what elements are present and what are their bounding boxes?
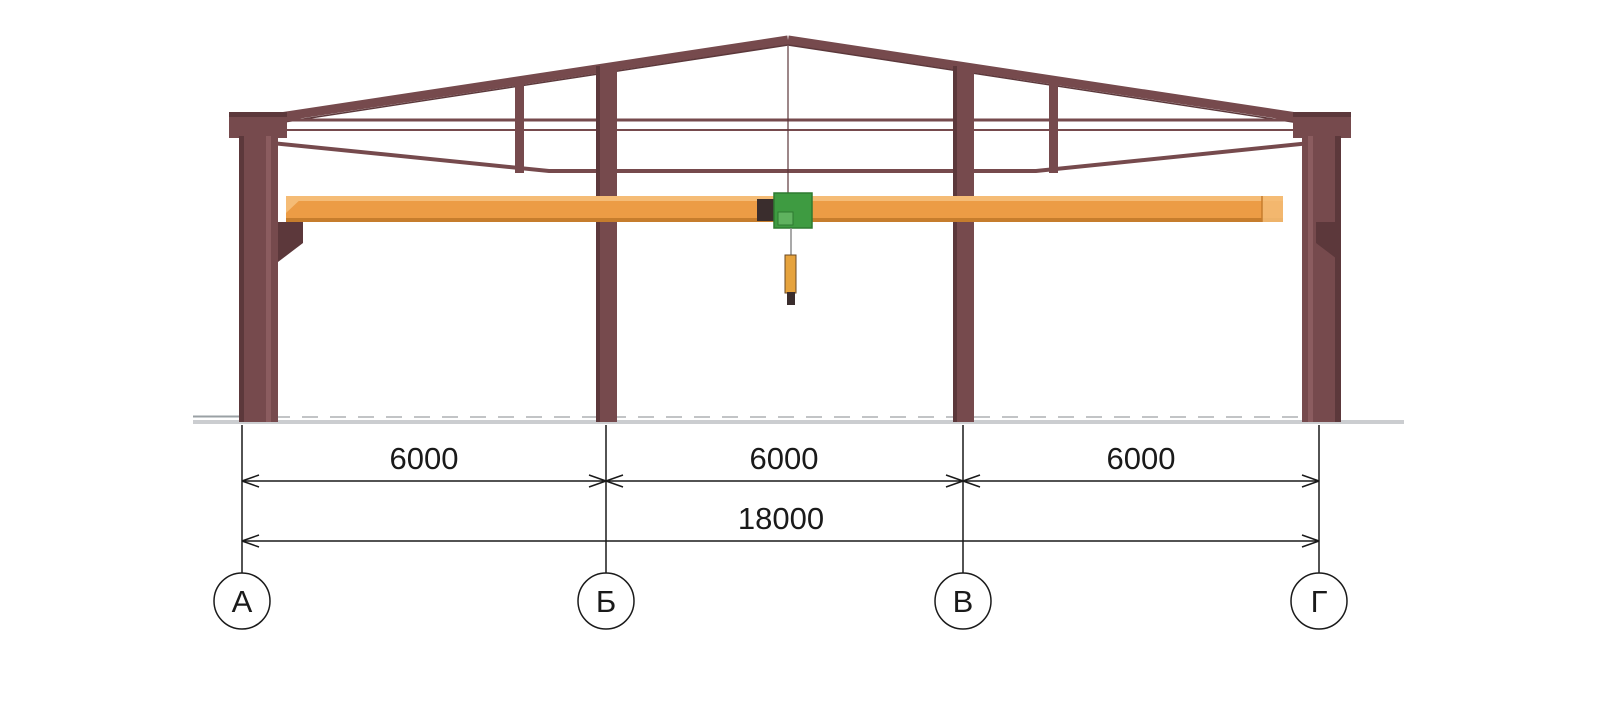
span-dimension-label: 6000 (750, 441, 819, 476)
corbel-left (278, 222, 303, 262)
axis-label: А (232, 584, 253, 619)
column-a-highlight (266, 136, 271, 422)
total-dimension-label: 18000 (738, 501, 824, 536)
axis-label: Г (1311, 584, 1328, 619)
hoist-panel (777, 211, 794, 226)
axis-marker-b: Б (577, 572, 635, 630)
corbel-right (1316, 222, 1341, 262)
column-v-body (953, 66, 974, 422)
axis-markers: А Б В Г (213, 572, 1348, 630)
column-axis-b (596, 66, 617, 422)
rafter-left-edge (237, 44, 789, 130)
hook-tip (787, 292, 795, 305)
total-arrow-right (1301, 534, 1320, 548)
axis-marker-v: В (934, 572, 992, 630)
column-axis-g (1302, 136, 1341, 422)
column-axis-v (953, 66, 974, 422)
column-a-shade (239, 136, 244, 422)
total-dimension-row: 18000 (241, 501, 1320, 548)
axis-marker-g: Г (1290, 572, 1348, 630)
dim-arrow-g (1301, 474, 1320, 488)
rafter-left (233, 35, 789, 129)
axis-marker-a: А (213, 572, 271, 630)
dimensions: 6000 6000 6000 18000 (241, 425, 1320, 573)
span-dimension-label: 6000 (1107, 441, 1176, 476)
axis-circle-a (213, 572, 271, 630)
column-g-highlight (1308, 136, 1313, 422)
axis-circle-g (1290, 572, 1348, 630)
steel-frame (229, 35, 1351, 422)
column-cap-right-edge (1293, 112, 1351, 117)
dim-arrow-b (588, 474, 624, 488)
column-g-shade (1335, 136, 1341, 422)
axis-circle-v (934, 572, 992, 630)
column-cap-left-edge (229, 112, 287, 117)
column-axis-a (239, 136, 278, 422)
trolley-motor-block (757, 199, 775, 221)
column-b-body (596, 66, 617, 422)
rafter-right (787, 35, 1344, 129)
dim-arrow-v (945, 474, 981, 488)
total-arrow-left (241, 534, 260, 548)
column-v-shade (953, 66, 957, 422)
span-dimension-label: 6000 (390, 441, 459, 476)
axis-circle-b (577, 572, 635, 630)
hoist-trolley (757, 192, 813, 305)
span-dimension-row: 6000 6000 6000 (241, 441, 1320, 488)
crane-girder-right-end (1262, 196, 1283, 222)
roof-lower-chord (251, 139, 1331, 173)
truss-post-left (515, 78, 524, 173)
dim-arrow-a (241, 474, 260, 488)
axis-label: В (953, 584, 974, 619)
axis-label: Б (596, 584, 616, 619)
column-a-body (239, 136, 278, 422)
ground (193, 415, 1404, 424)
column-b-shade (596, 66, 600, 422)
hook-block (784, 254, 797, 294)
rafter-right-edge (787, 44, 1340, 130)
truss-post-right (1049, 78, 1058, 173)
crane-girder-left-end (286, 196, 304, 213)
